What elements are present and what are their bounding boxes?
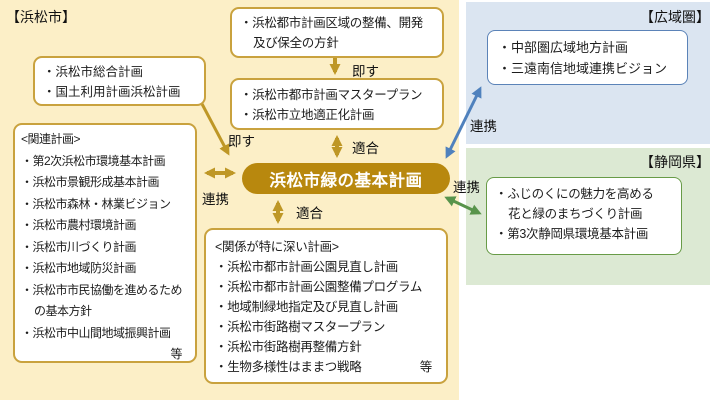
renkei-label-shizuoka: 連携: [453, 180, 480, 195]
text-line: ・浜松市街路樹マスタープラン: [215, 320, 386, 334]
text-line: ・国土利用計画浜松計画: [43, 85, 181, 99]
text-line: 及び保全の方針: [253, 36, 339, 50]
text-line: ・浜松市都市計画マスタープラン: [240, 88, 423, 102]
tekigou-label-upper: 適合: [352, 141, 379, 156]
text-line: ・ふじのくにの魅力を高める: [495, 187, 654, 201]
green-basic-plan-pill: 浜松市緑の基本計画: [242, 163, 450, 194]
shizuoka-plans-box: ・ふじのくにの魅力を高める花と緑のまちづくり計画・第3次静岡県環境基本計画: [486, 177, 682, 255]
text-line: <関係が特に深い計画>: [215, 240, 339, 254]
sokusu-label-top: 即す: [352, 64, 379, 79]
closely-related-plans-box: <関係が特に深い計画> ・浜松市都市計画公園見直し計画・浜松市都市計画公園整備プロ…: [204, 228, 448, 384]
text-line: ・浜松市市民協働を進めるため: [21, 282, 183, 297]
tekigou-label-lower: 適合: [296, 206, 323, 221]
text-line: <関連計画>: [21, 132, 81, 146]
text-line: ・中部圏広域地方計画: [498, 40, 629, 55]
text-line: ・第3次静岡県環境基本計画: [495, 227, 649, 241]
text-line: ・浜松市都市計画公園見直し計画: [215, 260, 399, 274]
related-plans-box: <関連計画> ・第2次浜松市環境基本計画・浜松市景観形成基本計画・浜松市森林・林業…: [13, 123, 197, 363]
text-line: の基本方針: [34, 304, 92, 318]
text-line: ・浜松市農村環境計画: [21, 218, 137, 232]
sokusu-label-left: 即す: [228, 134, 255, 149]
text-line: ・浜松市立地適正化計画: [240, 108, 375, 122]
hamamatsu-region-label: 【浜松市】: [6, 9, 76, 25]
text-line: ・浜松市地域防災計画: [21, 261, 137, 275]
text-line: ・生物多様性はままつ戦略等: [215, 357, 440, 377]
text-line: ・浜松市街路樹再整備方針: [215, 340, 362, 354]
text-line: ・浜松都市計画区域の整備、開発: [240, 16, 424, 30]
text-line: ・浜松市森林・林業ビジョン: [21, 196, 171, 211]
renkei-label-koiki: 連携: [470, 119, 497, 134]
text-line: ・三遠南信地域連携ビジョン: [498, 61, 668, 76]
text-line: ・地域制緑地指定及び見直し計画: [215, 300, 399, 314]
text-line: ・浜松市都市計画公園整備プログラム: [215, 280, 423, 294]
text-line: 等: [170, 347, 182, 361]
wide-area-plans-box: ・中部圏広域地方計画・三遠南信地域連携ビジョン: [487, 30, 688, 85]
urban-area-policy-box: ・浜松都市計画区域の整備、開発及び保全の方針: [230, 7, 444, 58]
shizuoka-region-label: 【静岡県】: [640, 154, 710, 170]
etc-suffix: 等: [419, 360, 433, 374]
text-line: ・浜松市総合計画: [43, 65, 144, 79]
master-plan-box: ・浜松市都市計画マスタープラン・浜松市立地適正化計画: [230, 78, 444, 130]
text-line: ・浜松市中山間地域振興計画: [21, 325, 171, 340]
text-line: ・第2次浜松市環境基本計画: [21, 153, 166, 168]
text-line: ・浜松市川づくり計画: [21, 239, 137, 254]
sogo-plans-box: ・浜松市総合計画・国土利用計画浜松計画: [33, 56, 206, 106]
text-line: 花と緑のまちづくり計画: [508, 207, 643, 221]
text-line: ・浜松市景観形成基本計画: [21, 175, 160, 189]
renkei-label-left: 連携: [202, 192, 229, 207]
wide-area-region-label: 【広域圏】: [640, 9, 710, 25]
